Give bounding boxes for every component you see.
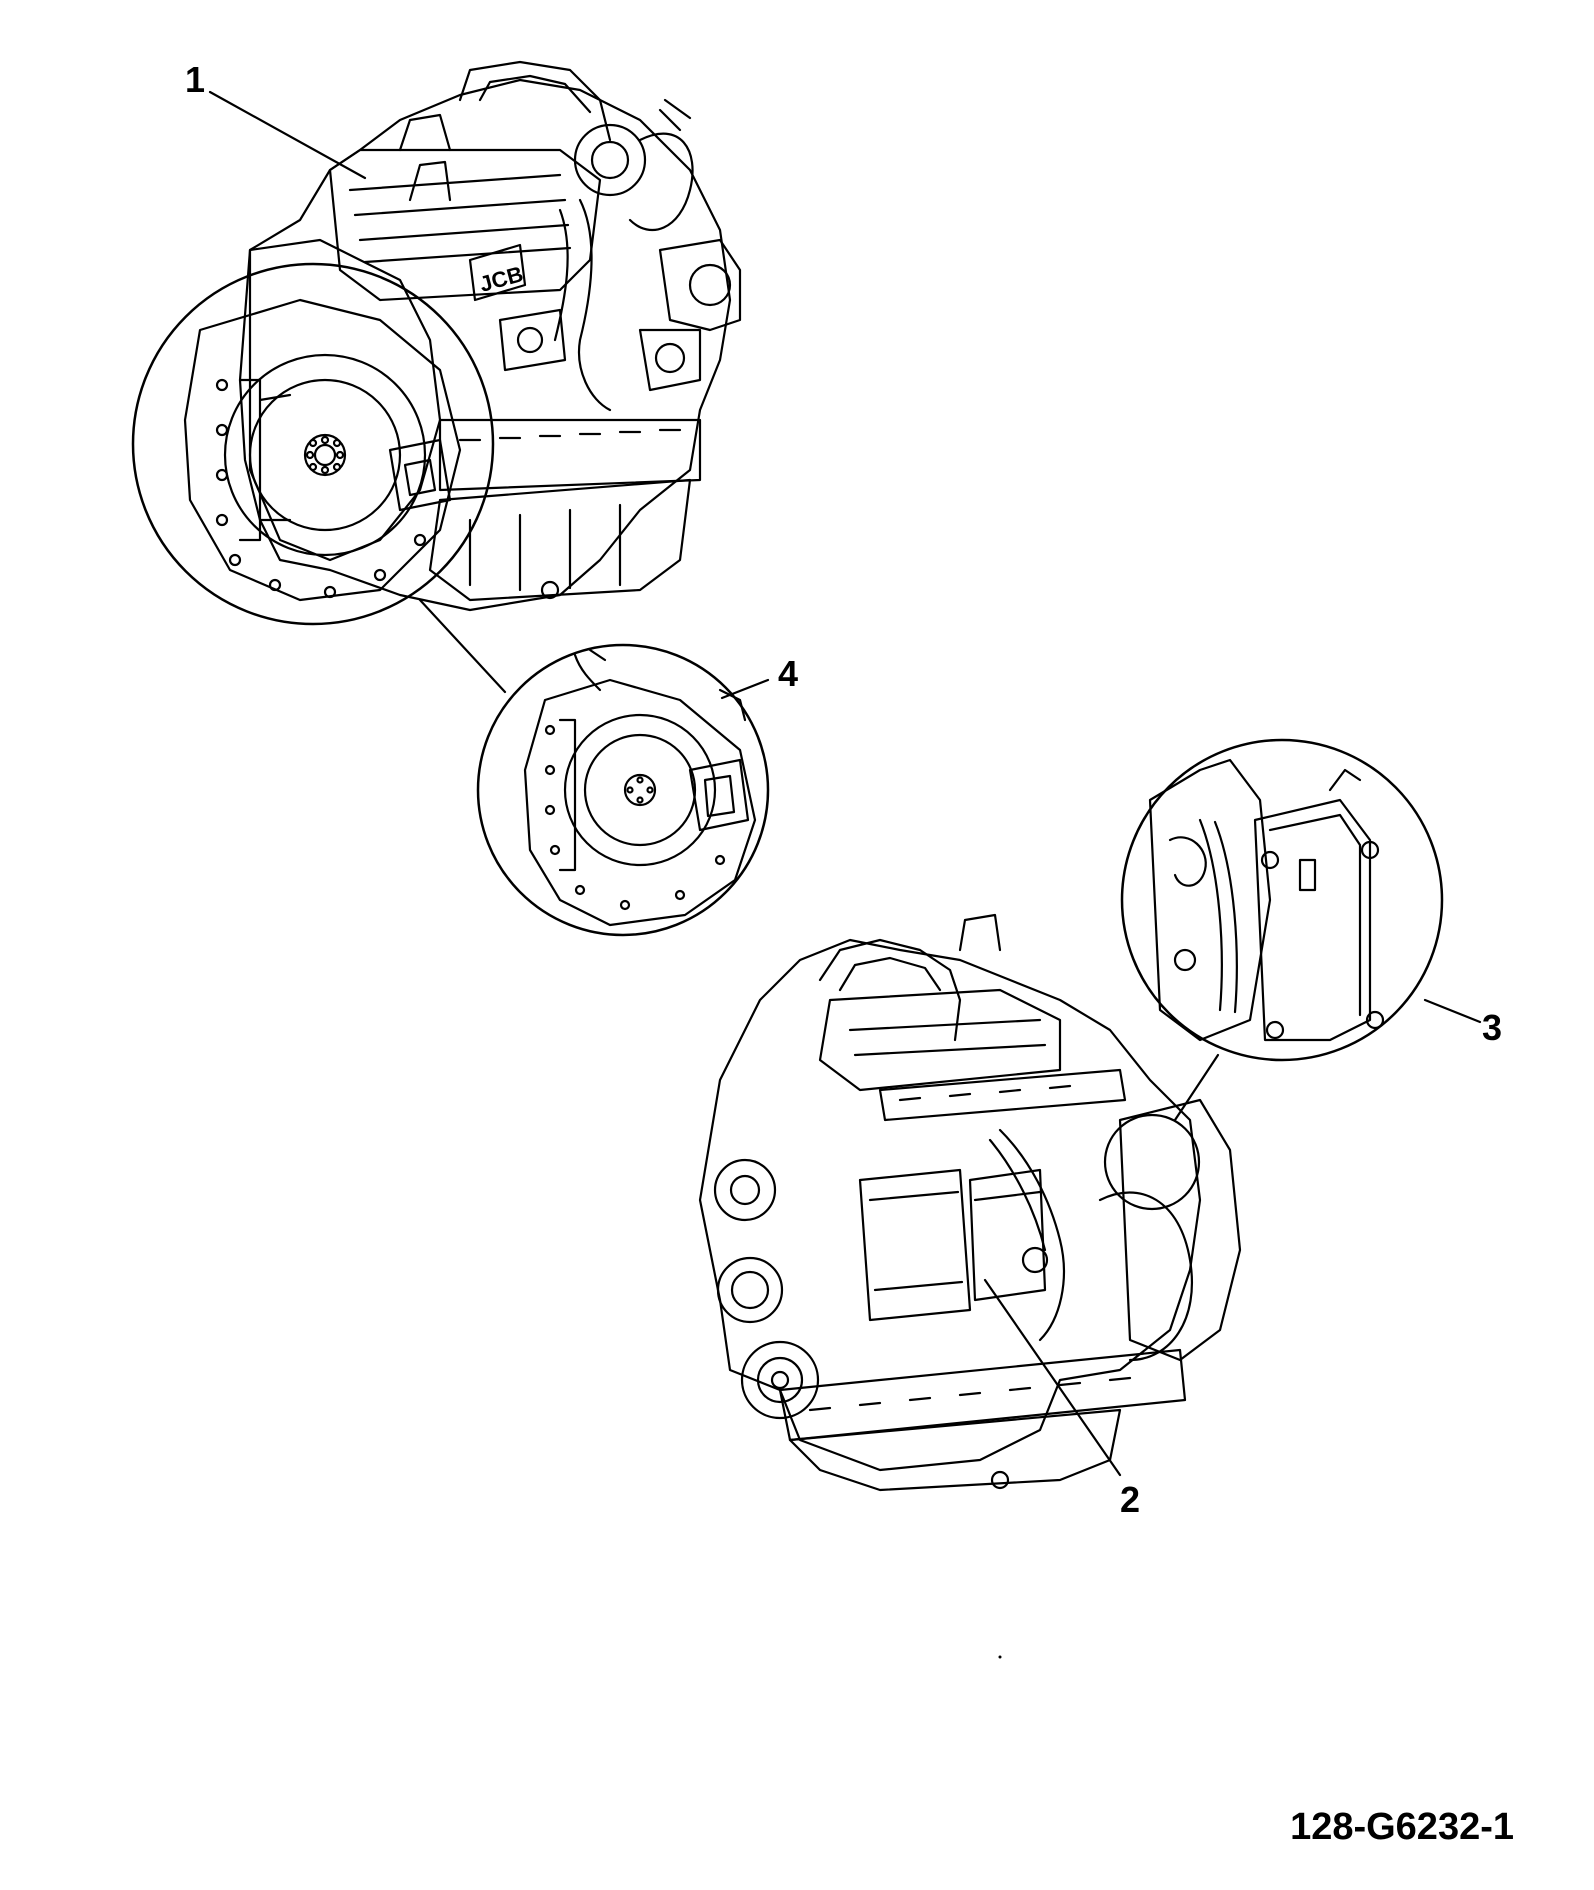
callout-4: 4 [778, 653, 799, 694]
jcb-logo-badge [468, 243, 527, 302]
sensor-marker-circle [1103, 1113, 1201, 1211]
engine-rear-view [238, 60, 742, 612]
callout-1: 1 [185, 59, 206, 100]
connector-line-3 [1173, 1053, 1220, 1122]
sensor-detail-circle [1120, 738, 1444, 1062]
flywheel-inset-circle [476, 643, 770, 937]
engine-front-view [698, 913, 1242, 1492]
drawing-number: 128-G6232-1 [1290, 1806, 1514, 1848]
stray-dot [998, 1655, 1002, 1659]
callout-3: 3 [1482, 1007, 1503, 1048]
leader-line-2 [983, 1278, 1122, 1477]
leader-line-3 [1423, 998, 1482, 1024]
leader-line-1 [208, 90, 367, 180]
callout-2: 2 [1120, 1479, 1141, 1520]
connector-line-4 [418, 598, 507, 694]
leader-line-4 [720, 678, 770, 700]
flywheel-detail-circle [131, 262, 495, 626]
